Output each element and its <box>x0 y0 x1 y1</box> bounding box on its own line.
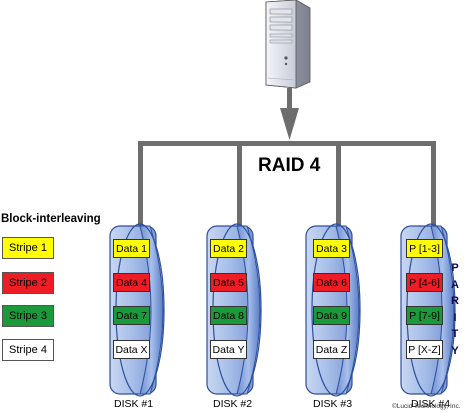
copyright-text: ©Lucid Technology, Inc. <box>392 403 461 410</box>
parity-letter: I <box>453 311 457 324</box>
disk3-block-1: Data 3 <box>313 239 350 258</box>
disk4-label: DISK #4 <box>411 398 451 410</box>
disk1-block-3: Data 7 <box>113 306 150 325</box>
parity-letter: Y <box>451 344 459 357</box>
disk2-block-2: Data 5 <box>210 273 247 292</box>
bus-drop-disk4 <box>431 141 436 233</box>
server-tower-icon <box>265 0 311 89</box>
disk4-parity-block-3: P [7-9] <box>406 306 443 325</box>
legend-stripe-2: Stripe 2 <box>2 272 54 294</box>
disk4-parity-block-4: P [X-Z] <box>406 340 443 359</box>
parity-letter: T <box>451 328 459 340</box>
bus-line <box>138 141 436 146</box>
legend-stripe-1: Stripe 1 <box>2 237 54 259</box>
disk1-block-2: Data 4 <box>113 273 150 292</box>
disk3-block-3: Data 9 <box>313 306 350 325</box>
disk2-block-4: Data Y <box>210 340 247 359</box>
bus-drop-disk1 <box>138 141 143 233</box>
disk2-label: DISK #2 <box>213 398 253 410</box>
disk1-label: DISK #1 <box>114 398 154 410</box>
disk1-block-1: Data 1 <box>113 239 150 258</box>
disk2-block-1: Data 2 <box>210 239 247 258</box>
parity-letter: R <box>451 295 459 307</box>
legend-stripe-4: Stripe 4 <box>2 339 54 361</box>
disk1-block-4: Data X <box>113 340 150 359</box>
arrow-down-icon <box>280 88 299 140</box>
disk3-block-4: Data Z <box>313 340 350 359</box>
disk4-parity-block-2: P [4-6] <box>406 273 443 292</box>
disk4-parity-block-1: P [1-3] <box>406 239 443 258</box>
disk3-label: DISK #3 <box>313 398 353 410</box>
disk2-block-3: Data 8 <box>210 306 247 325</box>
diagram-title: RAID 4 <box>258 155 321 176</box>
legend-heading: Block-interleaving <box>1 213 101 225</box>
legend-stripe-3: Stripe 3 <box>2 305 54 327</box>
bus-drop-disk3 <box>336 141 341 233</box>
parity-letter: A <box>451 278 459 291</box>
parity-letter: P <box>451 262 459 274</box>
disk3-block-2: Data 6 <box>313 273 350 292</box>
bus-drop-disk2 <box>237 141 242 233</box>
